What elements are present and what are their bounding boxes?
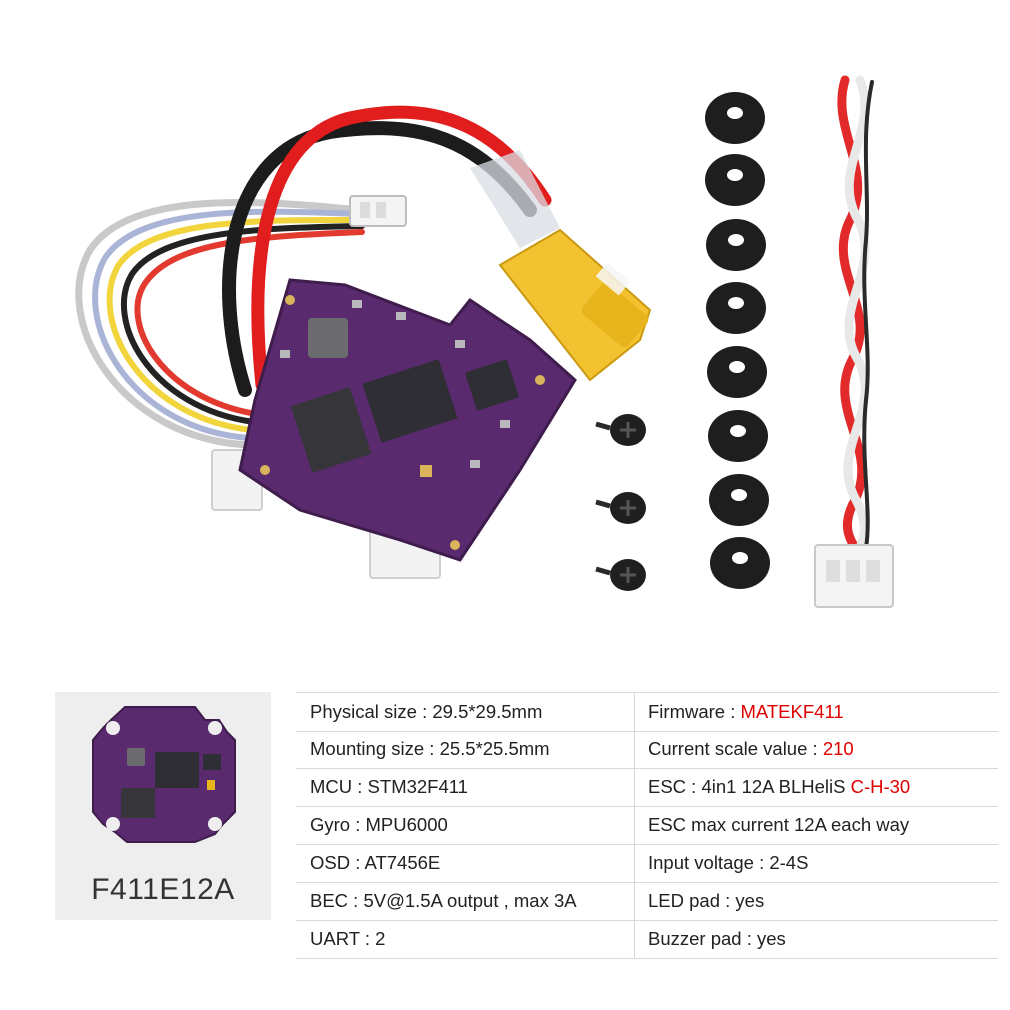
spec-esc-max-current: ESC max current 12A each way (648, 814, 910, 835)
inductor (308, 318, 348, 358)
spec-table: Physical size : 29.5*29.5mm Firmware : M… (296, 692, 998, 959)
mounting-screws (595, 414, 646, 591)
spec-uart: UART : 2 (310, 928, 386, 949)
spec-current-scale-value: 210 (822, 738, 854, 759)
power-lead (222, 105, 552, 397)
spec-esc-label: ESC : 4in1 12A BLHeliS (648, 776, 851, 797)
spec-bec: BEC : 5V@1.5A output , max 3A (310, 890, 577, 911)
spec-osd: OSD : AT7456E (310, 852, 441, 873)
mcu-chip (362, 359, 458, 443)
xt30-connector (498, 228, 652, 382)
heat-shrink (470, 150, 560, 248)
spec-physical-size: Physical size : 29.5*29.5mm (310, 701, 543, 722)
jst-connector-buzzer (814, 544, 894, 608)
table-row: Mounting size : 25.5*25.5mm Current scal… (296, 730, 998, 769)
spec-esc-value: C-H-30 (850, 776, 911, 797)
spec-led-pad: LED pad : yes (648, 890, 765, 911)
jst-connector-small (349, 195, 407, 227)
spec-mcu: MCU : STM32F411 (310, 776, 468, 797)
table-row: BEC : 5V@1.5A output , max 3A LED pad : … (296, 882, 998, 921)
product-name-label: F411E12A (91, 873, 235, 906)
spec-firmware-value: MATEKF411 (740, 701, 844, 722)
esc-chip (290, 387, 372, 473)
spec-mounting-size: Mounting size : 25.5*25.5mm (310, 738, 550, 759)
table-row: Gyro : MPU6000 ESC max current 12A each … (296, 806, 998, 845)
twisted-buzzer-wire (837, 75, 874, 553)
table-row: OSD : AT7456E Input voltage : 2-4S (296, 844, 998, 883)
spec-current-scale: Current scale value : 210 (648, 730, 854, 768)
spec-gyro: Gyro : MPU6000 (310, 814, 448, 835)
spec-input-voltage: Input voltage : 2-4S (648, 852, 809, 873)
table-row: Physical size : 29.5*29.5mm Firmware : M… (296, 692, 998, 732)
product-photo (75, 75, 894, 608)
gyro-chip (464, 359, 520, 411)
spec-firmware-label: Firmware : (648, 701, 741, 722)
product-thumbnail-card: F411E12A (55, 692, 271, 920)
product-thumbnail-image (55, 692, 271, 862)
spec-buzzer-pad: Buzzer pad : yes (648, 928, 786, 949)
spec-current-scale-label: Current scale value : (648, 738, 823, 759)
spec-firmware: Firmware : MATEKF411 (648, 693, 844, 731)
table-row: MCU : STM32F411 ESC : 4in1 12A BLHeliS C… (296, 768, 998, 807)
rubber-grommets (705, 92, 770, 589)
column-divider (634, 692, 635, 958)
spec-esc: ESC : 4in1 12A BLHeliS C-H-30 (648, 768, 910, 806)
flight-controller-board (238, 278, 577, 562)
table-row: UART : 2 Buzzer pad : yes (296, 920, 998, 959)
